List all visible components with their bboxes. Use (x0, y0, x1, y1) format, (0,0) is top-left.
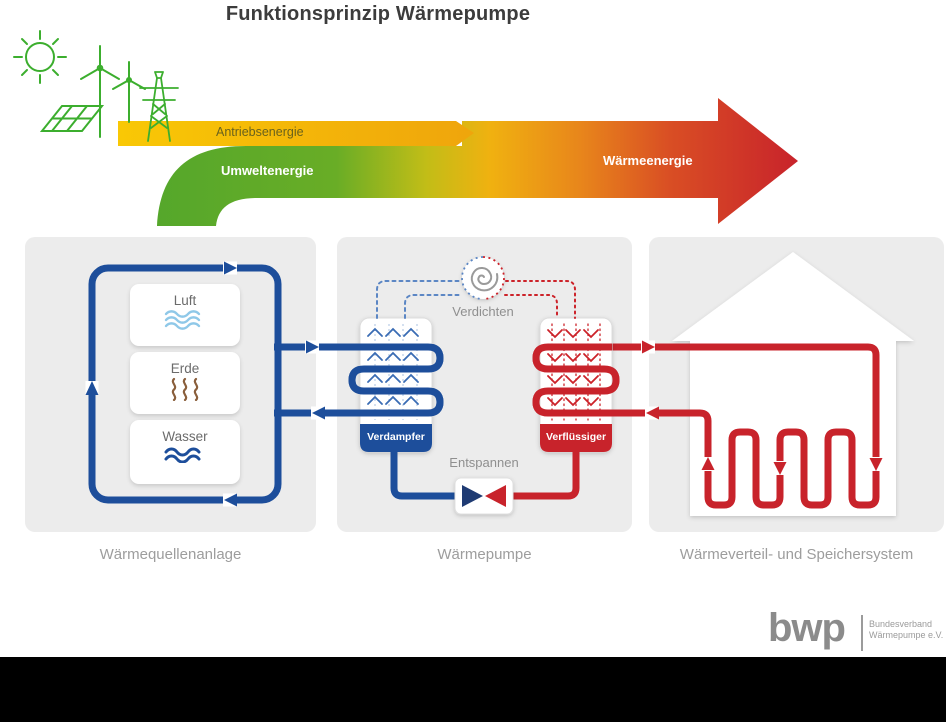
logo-org-line2: Wärmepumpe e.V. (869, 630, 944, 640)
panel-heat-pump (337, 237, 632, 532)
label-verteilsystem: Wärmeverteil- und Speichersystem (679, 546, 914, 563)
environment-to-heat-band (157, 98, 798, 226)
label-verdampfer: Verdampfer (367, 431, 425, 443)
drive-energy-band (118, 121, 474, 146)
label-waermeenergie: Wärmeenergie (603, 153, 693, 168)
label-entspannen: Entspannen (449, 455, 519, 470)
bwp-logo: bwp (768, 606, 846, 650)
logo-org-line1: Bundesverband (869, 619, 933, 629)
logo-divider (861, 615, 863, 651)
label-antriebsenergie: Antriebsenergie (216, 125, 304, 139)
source-item-ground: Erde (130, 352, 240, 414)
air-waves-icon (164, 310, 201, 330)
source-item-air: Luft (130, 284, 240, 346)
source-item-label: Erde (170, 361, 200, 376)
label-umweltenergie: Umweltenergie (221, 163, 314, 178)
source-item-label: Luft (173, 293, 197, 308)
label-waermepumpe: Wärmepumpe (437, 546, 532, 563)
water-waves-icon (164, 447, 201, 464)
energy-flow-arrow (118, 98, 798, 226)
diagram-title: Funktionsprinzip Wärmepumpe (225, 3, 531, 25)
letterbox-bar (0, 657, 946, 722)
label-verfluessiger: Verflüssiger (545, 431, 607, 443)
source-item-water: Wasser (130, 420, 240, 484)
panel-distribution (649, 237, 944, 532)
logo-org-name: Bundesverband Wärmepumpe e.V. (869, 619, 943, 641)
label-waermequellenanlage: Wärmequellenanlage (99, 546, 242, 563)
ground-waves-icon (171, 377, 199, 402)
source-item-label: Wasser (162, 429, 208, 444)
label-verdichten: Verdichten (452, 304, 514, 319)
